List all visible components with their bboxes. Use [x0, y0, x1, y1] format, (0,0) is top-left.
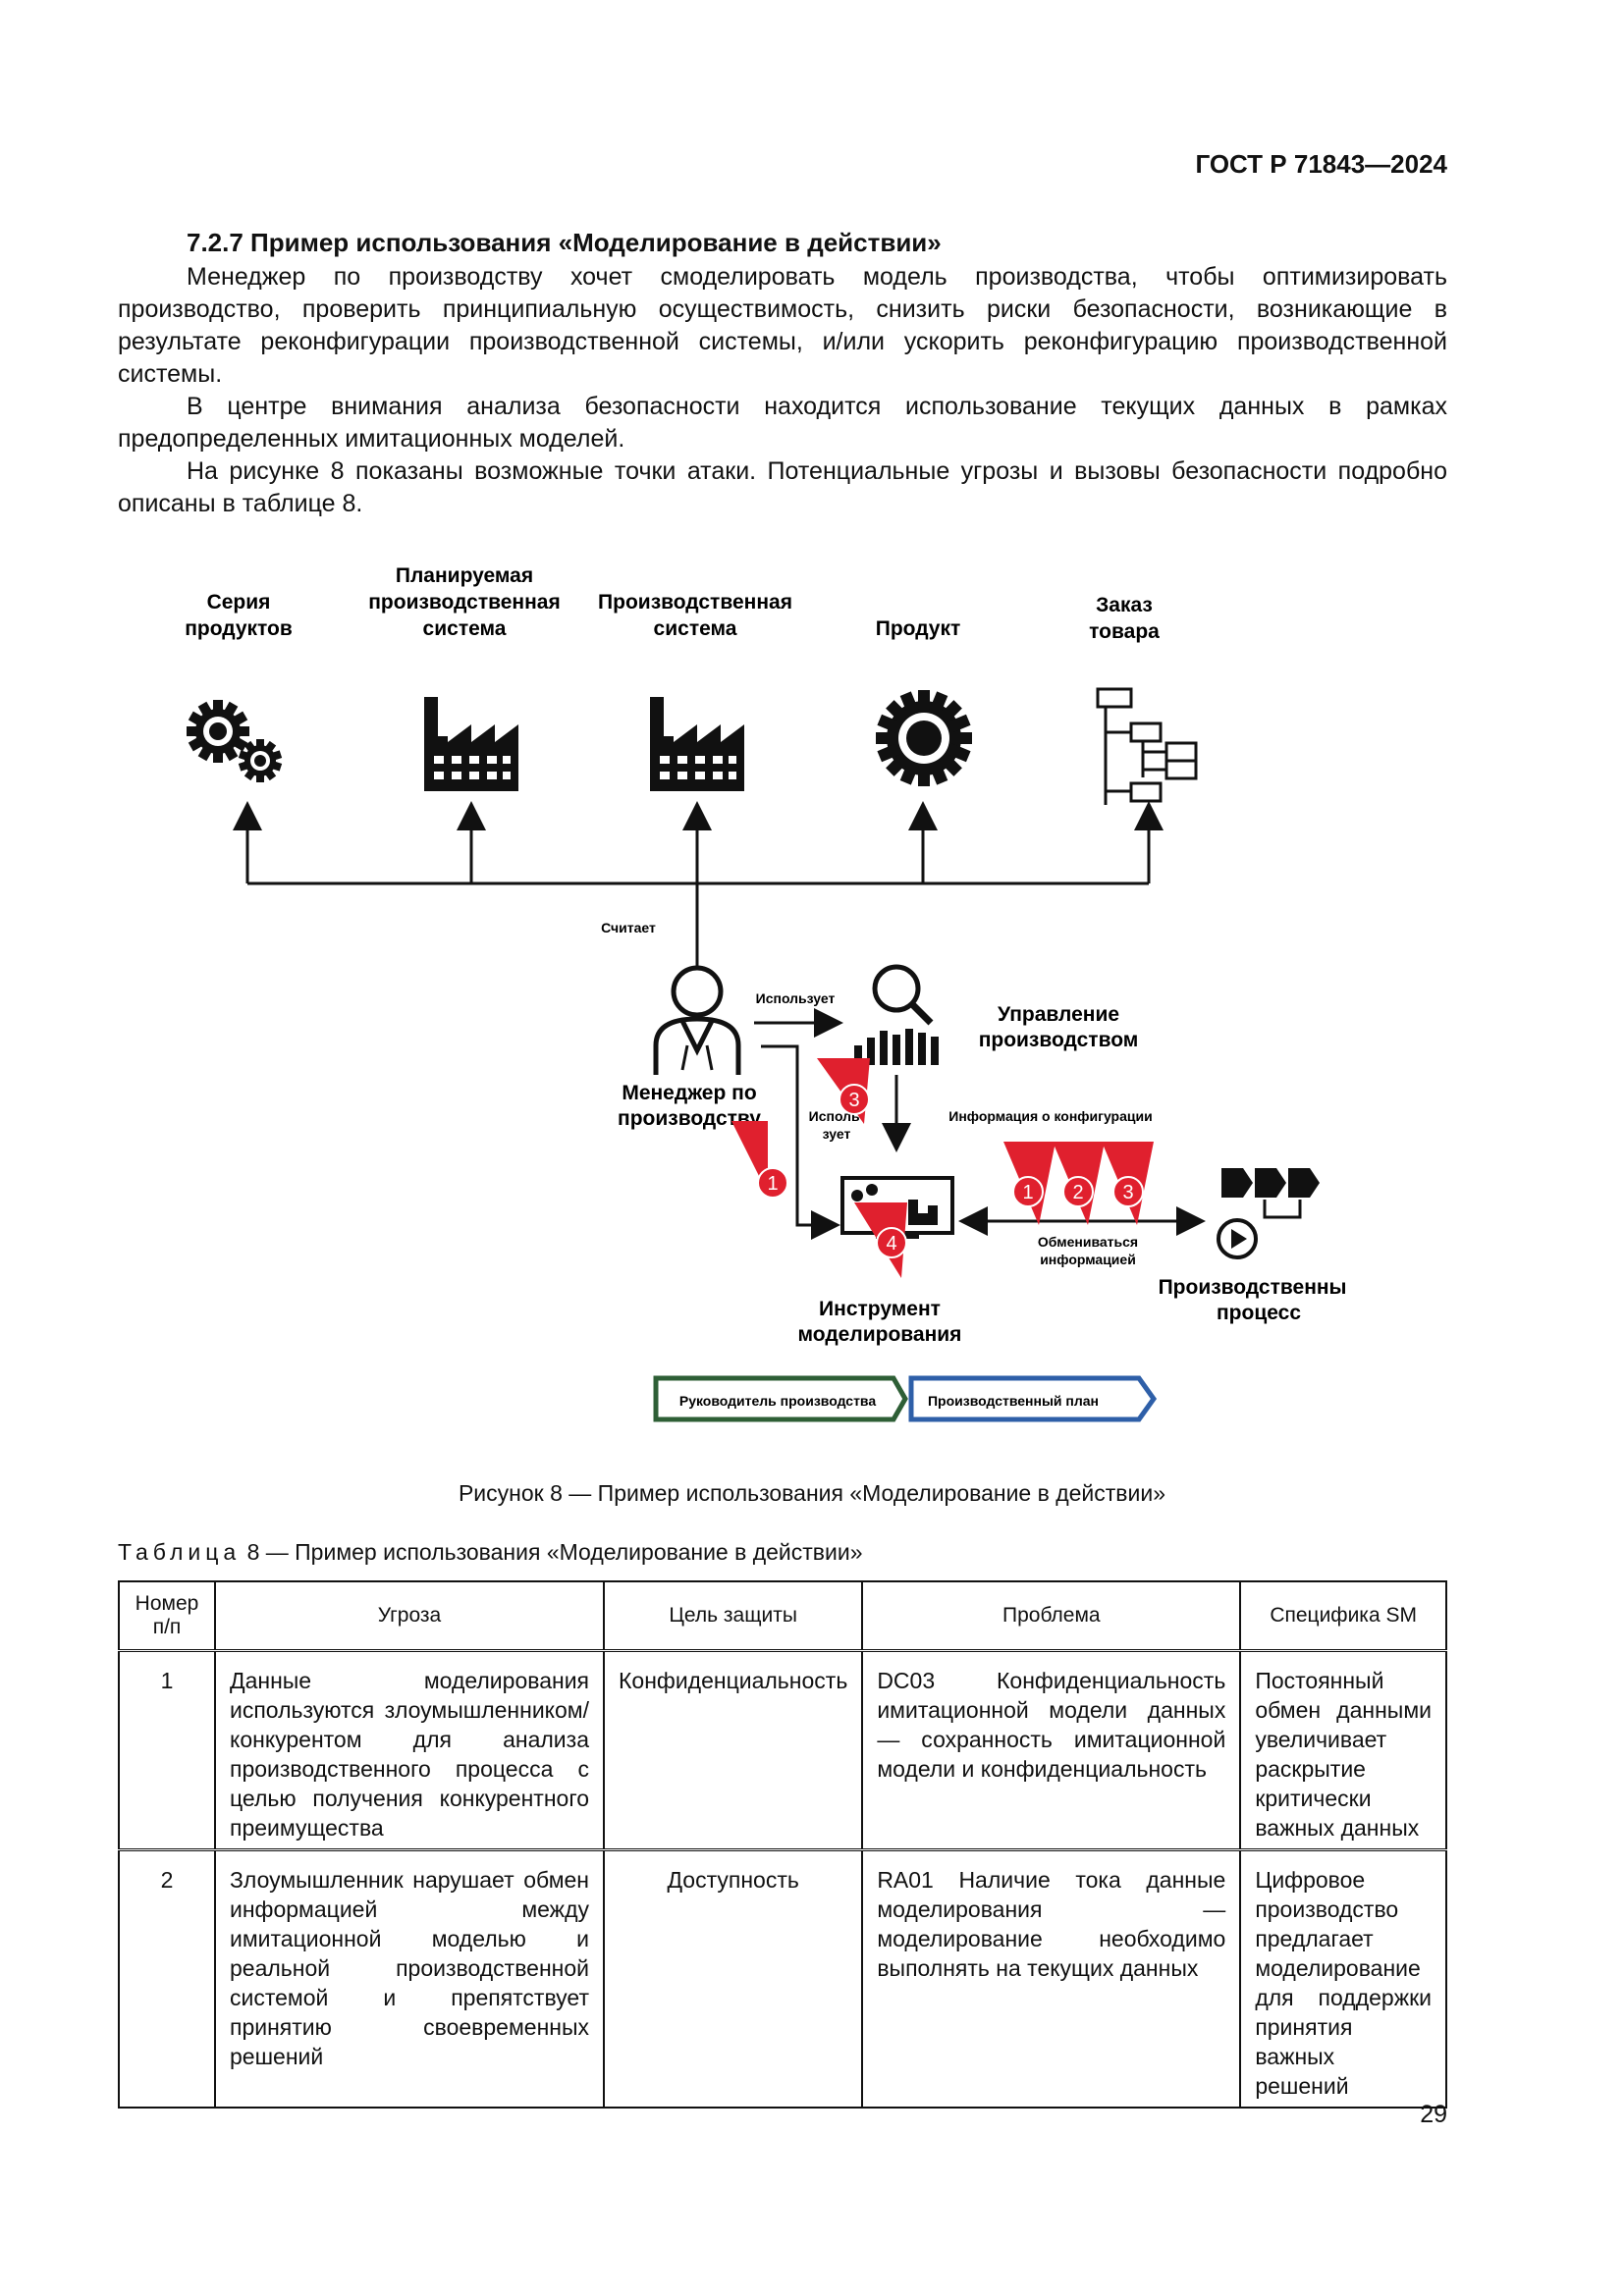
section-body: Менеджер по производству хочет смоделиро…: [118, 261, 1447, 520]
uses-label-2b: зует: [823, 1126, 851, 1142]
attack-point-3a: 3: [817, 1058, 870, 1124]
label-series-line2: продуктов: [185, 617, 293, 640]
manager-label-line1: Менеджер по: [622, 1082, 756, 1104]
svg-text:Производственный план: Производственный план: [928, 1393, 1099, 1409]
reads-label: Считает: [601, 920, 656, 935]
header-number: Номер п/п: [118, 1580, 216, 1652]
attack-point-2: 2: [1053, 1142, 1105, 1225]
cell-threat: Данные моделирования используются злоумы…: [214, 1650, 605, 1851]
uses-label-1: Использует: [756, 990, 836, 1006]
tool-label-line2: моделирования: [798, 1323, 962, 1346]
order-tree-icon: [1096, 687, 1198, 805]
svg-text:1: 1: [1022, 1182, 1033, 1203]
paragraph-3: На рисунке 8 показаны возможные точки ат…: [118, 457, 1447, 517]
process-label-line2: процесс: [1217, 1302, 1301, 1324]
management-label-line2: производством: [979, 1029, 1139, 1051]
label-planned-line3: система: [423, 617, 507, 640]
gears-icon: [187, 700, 283, 782]
cell-goal: Конфиденциальность: [602, 1650, 864, 1851]
factory-icon: [650, 697, 744, 791]
header-problem: Проблема: [861, 1580, 1242, 1652]
cell-number: 2: [118, 1849, 216, 2109]
figure-caption: Рисунок 8 — Пример использования «Модели…: [458, 1480, 1166, 1506]
label-series-line1: Серия: [207, 591, 271, 614]
label-prodsys-line1: Производственная: [598, 591, 792, 614]
tool-label-line1: Инструмент: [819, 1298, 941, 1320]
table-caption-rest: 8 — Пример использования «Моделирование …: [241, 1539, 863, 1565]
table-caption-word: Таблица: [118, 1539, 242, 1565]
label-planned-line1: Планируемая: [396, 564, 533, 587]
attack-point-1b: 1: [1003, 1142, 1056, 1225]
legend-plan: Производственный план: [908, 1375, 1158, 1422]
svg-text:Руководитель производства: Руководитель производства: [679, 1393, 876, 1409]
paragraph-2: В центре внимания анализа безопасности н…: [118, 393, 1447, 453]
attack-point-3b: 3: [1102, 1142, 1154, 1225]
figure-8-diagram: Серия продуктов Планируемая производстве…: [185, 564, 1345, 1422]
legend-manager: Руководитель производства: [653, 1375, 908, 1422]
table-header-row: Номер п/п Угроза Цель защиты Проблема Сп…: [118, 1580, 1447, 1652]
section-title: 7.2.7 Пример использования «Моделировани…: [187, 228, 942, 257]
cell-specifics: Цифровое производство предлагает моделир…: [1239, 1849, 1447, 2109]
svg-text:3: 3: [1122, 1182, 1133, 1203]
table-row: 1 Данные моделирования используются злоу…: [118, 1650, 1447, 1851]
label-order-line2: товара: [1089, 620, 1160, 643]
header-specifics: Специфика SM: [1239, 1580, 1447, 1652]
paragraph-1: Менеджер по производству хочет смоделиро…: [118, 263, 1447, 388]
manager-label-line2: производству: [618, 1107, 761, 1130]
svg-text:1: 1: [767, 1173, 778, 1195]
header-threat: Угроза: [214, 1580, 605, 1652]
cell-number: 1: [118, 1650, 216, 1851]
label-prodsys-line2: система: [654, 617, 737, 640]
cell-problem: DC03 Конфиденциальность имитационной мод…: [861, 1650, 1242, 1851]
svg-text:2: 2: [1072, 1182, 1083, 1203]
table-caption: Таблица 8 — Пример использования «Модели…: [118, 1539, 863, 1566]
process-label-line1: Производственный: [1159, 1276, 1345, 1299]
exchange-label-line1: Обмениваться: [1038, 1234, 1138, 1250]
production-process-icon: [1217, 1168, 1320, 1259]
management-label-line1: Управление: [998, 1003, 1119, 1026]
product-gear-icon: [876, 690, 972, 786]
attack-point-1: 1: [731, 1121, 788, 1199]
table-row: 2 Злоумышленник нарушает обмен информаци…: [118, 1849, 1447, 2109]
factory-icon: [424, 697, 518, 791]
page-number: 29: [1420, 2101, 1447, 2128]
exchange-label-line2: информацией: [1040, 1252, 1136, 1267]
manager-icon: [653, 965, 741, 1075]
svg-text:4: 4: [886, 1233, 896, 1255]
svg-text:3: 3: [848, 1090, 859, 1111]
cell-threat: Злоумышленник нарушает обмен информацией…: [214, 1849, 605, 2109]
cell-goal: Доступность: [602, 1849, 864, 2109]
analytics-icon: [854, 964, 939, 1065]
label-planned-line2: производственная: [368, 591, 561, 614]
config-info-label: Информация о конфигурации: [948, 1108, 1152, 1124]
attack-point-4: 4: [854, 1202, 907, 1278]
label-product: Продукт: [876, 617, 961, 640]
cell-specifics: Постоянный обмен данными увеличивает рас…: [1239, 1650, 1447, 1851]
document-id: ГОСТ Р 71843—2024: [1195, 149, 1447, 179]
label-order-line1: Заказ: [1096, 594, 1153, 616]
header-goal: Цель защиты: [602, 1580, 864, 1652]
threat-table: Номер п/п Угроза Цель защиты Проблема Сп…: [118, 1580, 1447, 2109]
cell-problem: RA01 Наличие тока данные моделирования —…: [861, 1849, 1242, 2109]
